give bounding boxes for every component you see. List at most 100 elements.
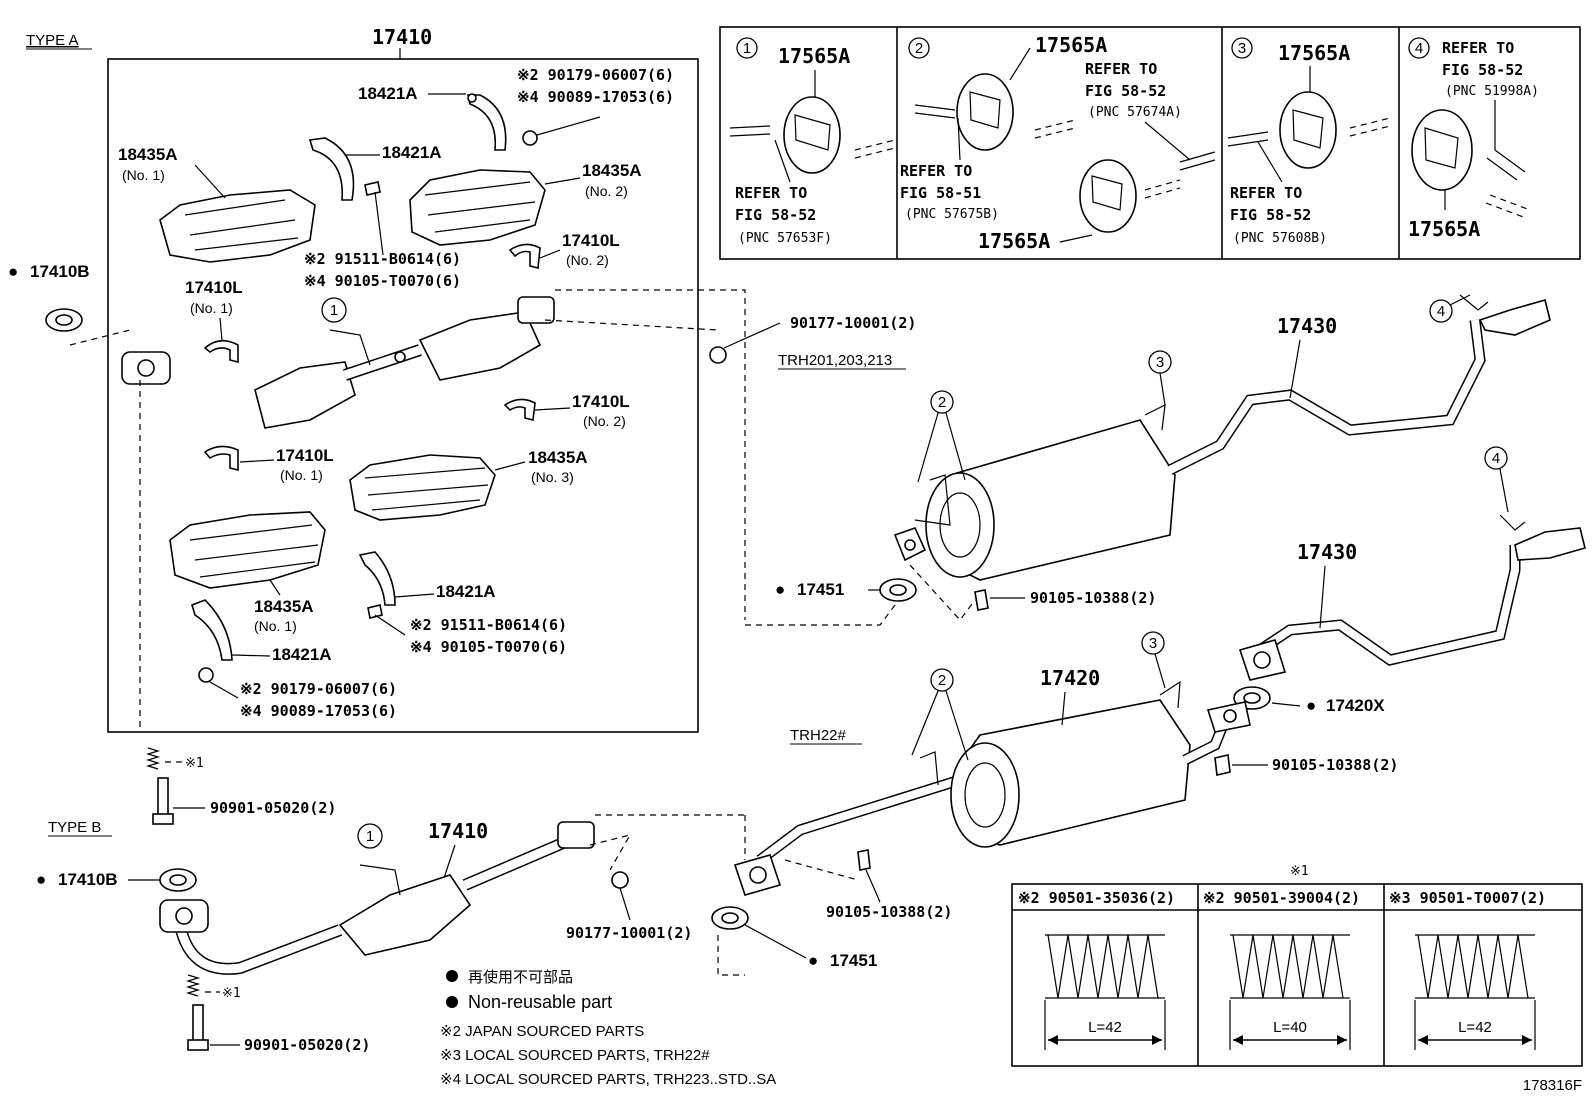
callout-1-type-a bbox=[321, 297, 347, 323]
clamp-no2-mid-label: 17410L bbox=[572, 392, 630, 411]
gasket-type-b-label: 17410B bbox=[58, 870, 118, 889]
spring-type-b-mark: ※1 bbox=[222, 986, 241, 1001]
bracket-18421a-top-label: 18421A bbox=[358, 84, 418, 103]
spring-col-3: ※3 90501-T0007(2) L=42 bbox=[1389, 889, 1546, 1050]
bracket-18421a-lower-left-label: 18421A bbox=[272, 645, 332, 664]
gasket-17451-lower-bullet: ● bbox=[808, 951, 818, 970]
bolt-mid-icon bbox=[364, 181, 381, 196]
clamp-no1-mid bbox=[203, 445, 239, 472]
callout-2-lower-text: 2 bbox=[938, 672, 946, 689]
svg-text:FIG 58-51: FIG 58-51 bbox=[900, 184, 981, 202]
nut-low-label-1: ※2 90179-06007(6) bbox=[240, 680, 397, 698]
gasket-type-a-bullet: ● bbox=[8, 262, 18, 281]
clamp-no1-mid-label: 17410L bbox=[276, 446, 334, 465]
hanger-boxes-frame bbox=[719, 26, 1581, 260]
insulator-no3-sub: (No. 3) bbox=[531, 469, 574, 485]
callout-1-type-a-text: 1 bbox=[330, 302, 338, 319]
bolt-upper-label: 90105-10388(2) bbox=[1030, 589, 1156, 607]
callout-4-lower bbox=[1484, 446, 1508, 470]
hanger-box-4: 4 REFER TO FIG 58-52 (PNC 51998A) 17565A bbox=[1408, 37, 1539, 241]
callout-2-upper bbox=[930, 390, 954, 414]
clamp-no1-left bbox=[203, 339, 239, 364]
callout-4-upper-text: 4 bbox=[1437, 303, 1445, 320]
bolt-low-label-2: ※4 90105-T0070(6) bbox=[410, 638, 567, 656]
trh22-label: TRH22# bbox=[790, 727, 847, 744]
hanger-box-2: 2 17565A REFER TO FIG 58-52 (PNC 57674A)… bbox=[900, 33, 1216, 253]
svg-text:※2 90501-39004(2): ※2 90501-39004(2) bbox=[1203, 889, 1360, 907]
bolt-type-a-label: 90901-05020(2) bbox=[210, 799, 336, 817]
nut-type-b-label: 90177-10001(2) bbox=[566, 924, 692, 942]
clamp-no1-mid-sub: (No. 1) bbox=[280, 467, 323, 483]
hanger-box-1: 1 17565A REFER TO FIG 58-52 (PNC 57653F) bbox=[729, 37, 896, 246]
nut-right-icon bbox=[709, 346, 727, 364]
svg-text:FIG 58-52: FIG 58-52 bbox=[1442, 61, 1523, 79]
nut-right-label: 90177-10001(2) bbox=[790, 314, 916, 332]
insulator-no3 bbox=[349, 454, 496, 521]
gasket-17420x-label: 17420X bbox=[1326, 696, 1385, 715]
svg-text:L=42: L=42 bbox=[1458, 1019, 1492, 1036]
bracket-18421a-top bbox=[467, 93, 507, 151]
insulator-no1-lower bbox=[169, 511, 326, 589]
svg-text:2: 2 bbox=[915, 40, 923, 57]
clamp-no2-upper-label: 17410L bbox=[562, 231, 620, 250]
nut-top-label-1: ※2 90179-06007(6) bbox=[517, 66, 674, 84]
bolt-right-icon bbox=[1214, 754, 1231, 776]
exhaust-pipe-type-b bbox=[159, 821, 595, 975]
legend-en: Non-reusable part bbox=[468, 992, 612, 1012]
svg-text:17565A: 17565A bbox=[778, 44, 850, 68]
svg-text:REFER TO: REFER TO bbox=[1230, 184, 1302, 202]
legend-note2: ※2 JAPAN SOURCED PARTS bbox=[440, 1023, 644, 1040]
clamp-no2-upper bbox=[508, 243, 541, 270]
clamp-no2-upper-sub: (No. 2) bbox=[566, 252, 609, 268]
bracket-18421a-lower-right-label: 18421A bbox=[436, 582, 496, 601]
svg-text:FIG 58-52: FIG 58-52 bbox=[1230, 206, 1311, 224]
gasket-17420x-bullet: ● bbox=[1306, 696, 1316, 715]
center-muffler-label: 17420 bbox=[1040, 666, 1100, 690]
svg-text:(PNC 51998A): (PNC 51998A) bbox=[1445, 84, 1539, 99]
spring-type-b-icon bbox=[185, 974, 201, 997]
type-b-assy-label: 17410 bbox=[428, 819, 488, 843]
svg-text:REFER TO: REFER TO bbox=[900, 162, 972, 180]
exhaust-pipe-type-a bbox=[121, 296, 555, 430]
clamp-no2-mid-sub: (No. 2) bbox=[583, 413, 626, 429]
svg-text:3: 3 bbox=[1238, 40, 1246, 57]
bolt-type-b-icon bbox=[192, 1004, 204, 1044]
insulator-no1-top-sub: (No. 1) bbox=[122, 167, 165, 183]
bracket-18421a-lower-left bbox=[191, 599, 233, 661]
legend-note4: ※4 LOCAL SOURCED PARTS, TRH223..STD..SA bbox=[440, 1071, 776, 1088]
nut-low-icon bbox=[198, 667, 214, 683]
bolt-right-label: 90105-10388(2) bbox=[1272, 756, 1398, 774]
svg-text:L=42: L=42 bbox=[1088, 1019, 1122, 1036]
svg-text:17565A: 17565A bbox=[978, 229, 1050, 253]
insulator-no2-label: 18435A bbox=[582, 161, 642, 180]
figure-id: 178316F bbox=[1523, 1077, 1582, 1094]
spring-table-title: ※1 bbox=[1290, 864, 1309, 879]
hanger-box-3: 3 17565A REFER TO FIG 58-52 (PNC 57608B) bbox=[1227, 37, 1391, 246]
bolt-low-label-1: ※2 91511-B0614(6) bbox=[410, 616, 567, 634]
bracket-18421a-lower-right bbox=[358, 551, 396, 606]
gasket-17451-upper-label: 17451 bbox=[797, 580, 844, 599]
spring-type-a-mark: ※1 bbox=[185, 756, 204, 771]
type-a-label: TYPE A bbox=[26, 32, 79, 49]
callout-2-lower bbox=[930, 668, 954, 692]
bolt-type-b-label: 90901-05020(2) bbox=[244, 1036, 370, 1054]
spring-type-a-icon bbox=[145, 747, 161, 770]
clamp-no1-left-label: 17410L bbox=[185, 278, 243, 297]
nut-low-label-2: ※4 90089-17053(6) bbox=[240, 702, 397, 720]
svg-text:REFER TO: REFER TO bbox=[1085, 60, 1157, 78]
insulator-no1-lower-label: 18435A bbox=[254, 597, 314, 616]
trh201-label: TRH201,203,213 bbox=[778, 352, 892, 369]
type-a-assy-label: 17410 bbox=[372, 25, 432, 49]
insulator-no2 bbox=[409, 169, 546, 246]
gasket-type-a-label: 17410B bbox=[30, 262, 90, 281]
callout-3-upper-text: 3 bbox=[1156, 354, 1164, 371]
spring-col-1: ※2 90501-35036(2) L=42 bbox=[1018, 889, 1175, 1050]
legend-note3: ※3 LOCAL SOURCED PARTS, TRH22# bbox=[440, 1047, 710, 1064]
nut-type-b-icon bbox=[611, 871, 629, 889]
svg-text:※3 90501-T0007(2): ※3 90501-T0007(2) bbox=[1389, 889, 1546, 907]
bolt-upper-icon bbox=[974, 589, 989, 611]
callout-3-lower-text: 3 bbox=[1149, 635, 1157, 652]
clamp-no1-left-sub: (No. 1) bbox=[190, 300, 233, 316]
insulator-no1-top-label: 18435A bbox=[118, 145, 178, 164]
